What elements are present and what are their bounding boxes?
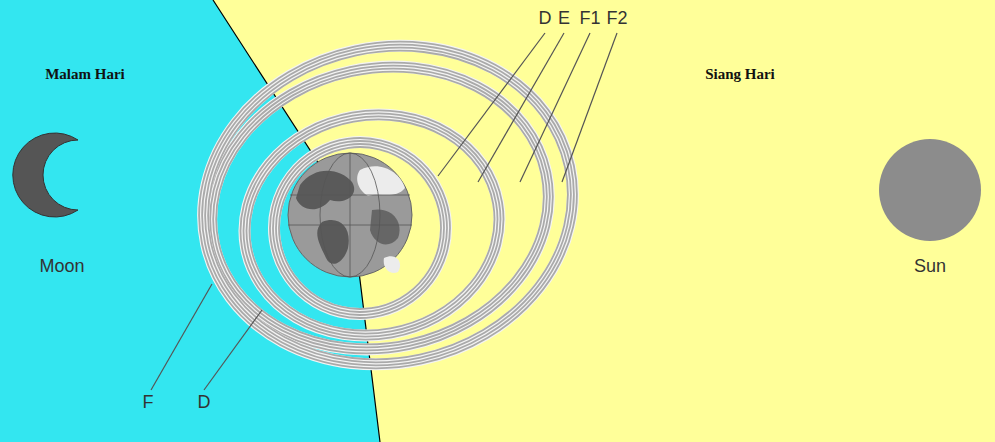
layer-label: E <box>558 8 570 29</box>
layer-label: D <box>539 8 552 29</box>
layer-label: D <box>198 392 211 413</box>
region-label: Siang Hari <box>705 66 775 83</box>
layer-label: F2 <box>606 8 627 29</box>
body-label: Sun <box>914 256 946 277</box>
leader-lines <box>151 33 617 390</box>
ring-band <box>258 126 461 329</box>
body-label: Moon <box>39 256 84 277</box>
moon-crescent <box>13 133 78 217</box>
ionosphere-rings <box>168 7 607 403</box>
layer-label: F <box>143 392 154 413</box>
layer-label: F1 <box>579 8 600 29</box>
earth-globe <box>288 153 412 277</box>
sun-disc <box>879 139 981 241</box>
ring-band <box>168 7 607 403</box>
region-label: Malam Hari <box>45 66 125 83</box>
